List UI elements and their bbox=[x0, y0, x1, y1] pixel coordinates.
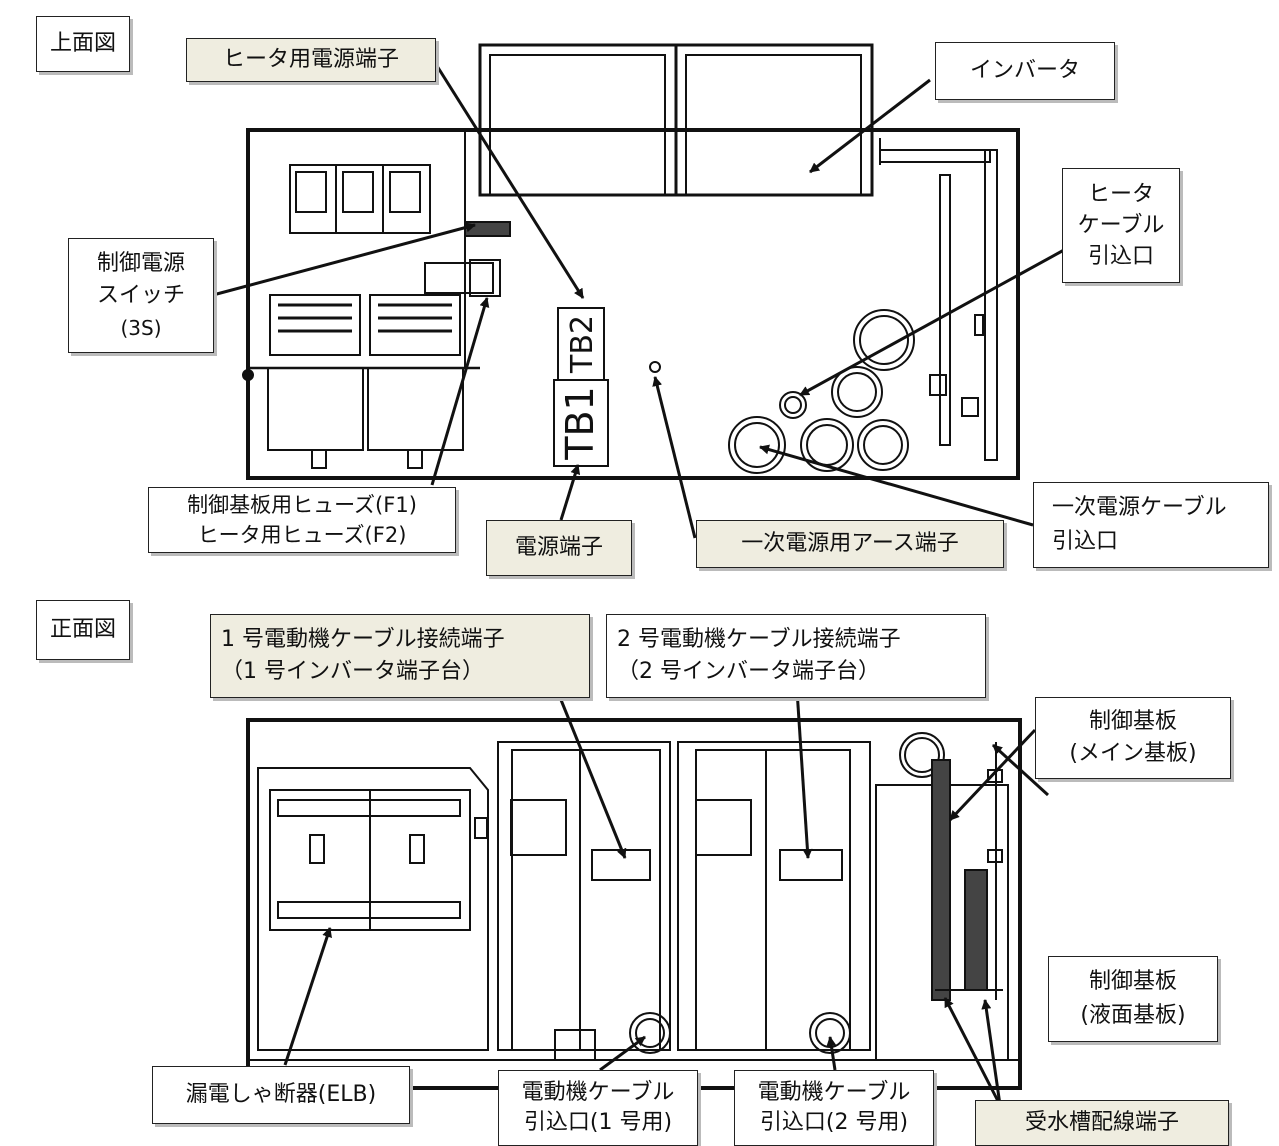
arrow-motor1-terminal bbox=[555, 689, 627, 859]
arrow-tank-terminal-2 bbox=[981, 999, 1002, 1106]
primary-ground-terminal-label: 一次電源用アース端子 bbox=[696, 520, 1004, 568]
motor2-cable-entry-label: 電動機ケーブル 引込口(2 号用) bbox=[734, 1070, 934, 1146]
top-view-drawing bbox=[242, 43, 1020, 480]
arrow-fuse bbox=[430, 297, 490, 486]
fuse-label: 制御基板用ヒューズ(F1) ヒータ用ヒューズ(F2) bbox=[148, 487, 456, 553]
arrow-motor2-terminal bbox=[795, 689, 813, 859]
primary-power-cable-entry-label: 一次電源ケーブル 引込口 bbox=[1033, 482, 1269, 568]
inverter-label: インバータ bbox=[935, 42, 1115, 100]
arrow-heater-terminal bbox=[430, 57, 585, 299]
heater-cable-entry-label: ヒータ ケーブル 引込口 bbox=[1062, 168, 1180, 283]
water-tank-wiring-terminal-label: 受水槽配線端子 bbox=[975, 1100, 1229, 1146]
arrow-elb bbox=[283, 927, 332, 1066]
arrow-ground-terminal bbox=[652, 376, 697, 539]
arrow-level-board-2 bbox=[991, 743, 1050, 797]
arrow-inverter bbox=[809, 78, 931, 174]
main-control-board-label: 制御基板 (メイン基板) bbox=[1035, 697, 1231, 779]
motor1-cable-entry-label: 電動機ケーブル 引込口(1 号用) bbox=[498, 1070, 698, 1146]
arrow-motor2-cable bbox=[826, 1036, 837, 1071]
front-view-title: 正面図 bbox=[36, 600, 130, 660]
level-control-board-label: 制御基板 (液面基板) bbox=[1048, 956, 1218, 1042]
arrow-tank-terminal-1 bbox=[943, 997, 1002, 1106]
elb-label: 漏電しゃ断器(ELB) bbox=[152, 1066, 410, 1124]
arrow-heater-cable bbox=[799, 248, 1065, 397]
motor2-cable-terminal-label: 2 号電動機ケーブル接続端子 （2 号インバータ端子台） bbox=[606, 614, 986, 698]
top-view-title: 上面図 bbox=[36, 16, 130, 72]
arrow-primary-cable bbox=[759, 444, 1034, 527]
motor1-cable-terminal-label: 1 号電動機ケーブル接続端子 （1 号インバータ端子台） bbox=[210, 614, 590, 698]
power-terminal-label: 電源端子 bbox=[486, 520, 632, 576]
tb1-label: TB1 bbox=[558, 386, 602, 460]
arrow-main-board bbox=[948, 728, 1037, 822]
control-power-switch-label: 制御電源 スイッチ (3S) bbox=[68, 238, 214, 353]
front-view-drawing bbox=[246, 718, 1022, 1090]
leader-arrows bbox=[212, 57, 1065, 1106]
heater-power-terminal-label: ヒータ用電源端子 bbox=[186, 38, 436, 82]
arrow-motor1-cable bbox=[599, 1035, 646, 1072]
arrow-power-terminal bbox=[559, 464, 581, 521]
arrow-control-switch bbox=[212, 222, 476, 297]
tb2-label: TB2 bbox=[565, 315, 600, 374]
